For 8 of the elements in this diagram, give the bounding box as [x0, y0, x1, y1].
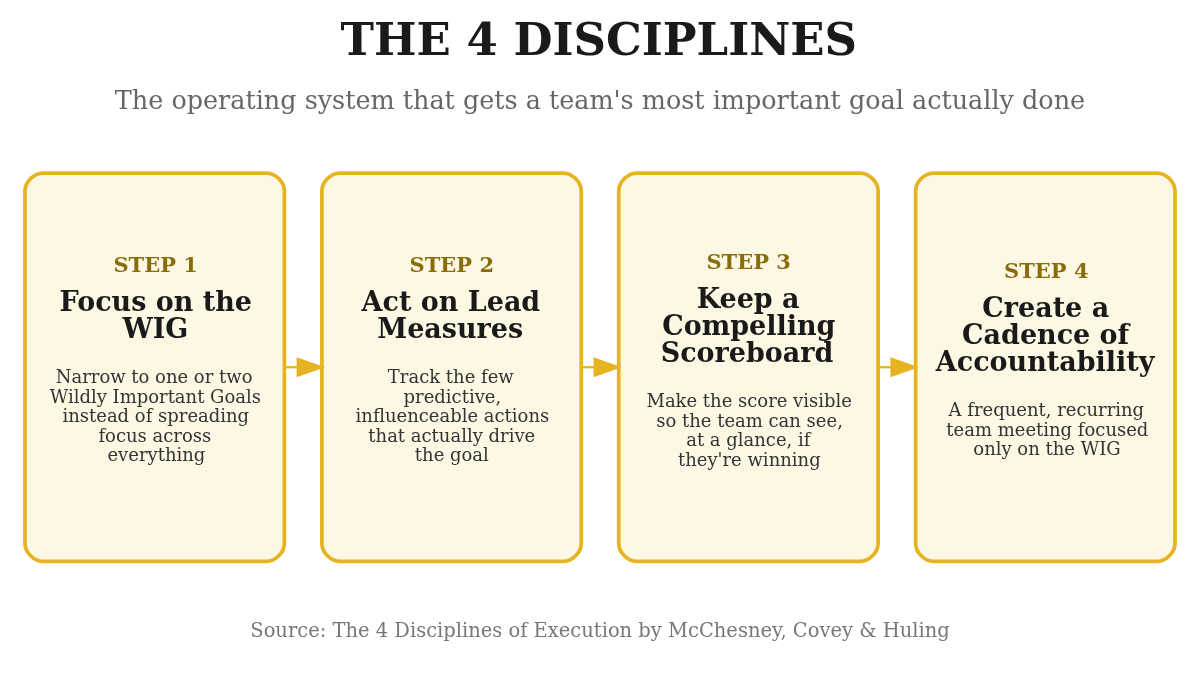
- node-box: STEP 1 Focus on the WIG Narrow to one or two Wildly Important Goals instead of spreading focus across everything: [23, 171, 287, 564]
- diagram-title: THE 4 DISCIPLINES: [340, 12, 858, 66]
- node-box: STEP 3 Keep a Compelling Scoreboard Make the score visible so the team can see, at a glance, if they're winning: [616, 171, 880, 564]
- label: The operating system that gets a team's most important goal actually done: [114, 84, 1086, 115]
- arrow: [581, 357, 623, 378]
- node-box: STEP 2 Act on Lead Measures Track the few predictive, influenceable actions that actually drive the goal: [320, 171, 584, 564]
- node-box: STEP 4 Create a Cadence of Accountability A frequent, recurring team meeting focused only on the WIG: [913, 171, 1177, 564]
- caption: Source: The 4 Disciplines of Execution by McChesney, Covey & Huling: [250, 618, 950, 642]
